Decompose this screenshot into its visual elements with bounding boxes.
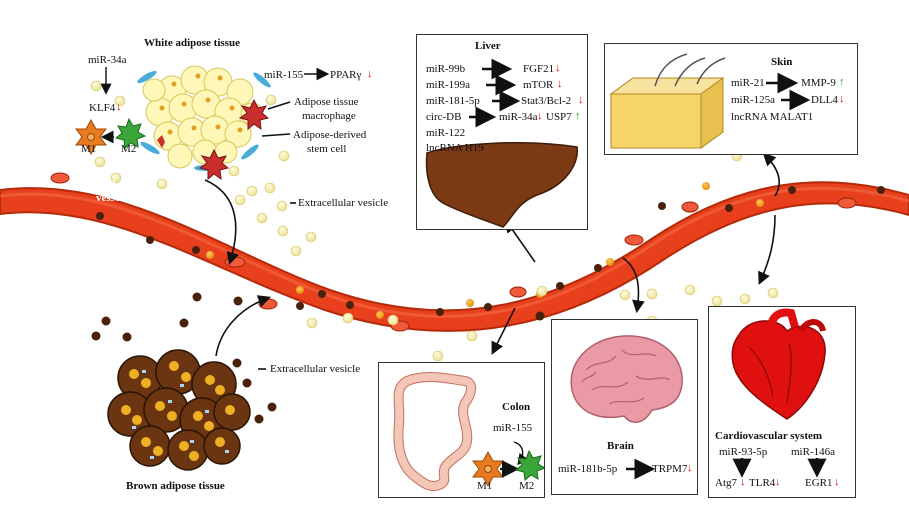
down-arrow-icon: ↓: [537, 110, 543, 122]
liver-mir-2: miR-199a: [426, 79, 470, 91]
skin-target-2: DLL4: [811, 94, 838, 106]
white-adipose-cells: [137, 65, 271, 181]
wat-mir34a: miR-34a: [88, 54, 127, 66]
wat-ev-label: Extracellular vesicle: [298, 197, 389, 209]
liver-panel: Liver miR-99b FGF21 ↓ miR-199a mTOR ↓ mi…: [416, 34, 588, 230]
liver-mir-3: miR-181-5p: [426, 95, 480, 107]
skin-drawing: [609, 53, 811, 149]
liver-target-3: Stat3/Bcl-2: [521, 95, 572, 107]
brain-panel: Brain miR-181b-5p TRPM7 ↓: [551, 319, 698, 495]
blood-vessel: [0, 172, 909, 332]
heart-drawing: [731, 308, 827, 478]
wat-m1-label: M1: [81, 143, 97, 155]
colon-drawing: [393, 371, 544, 491]
liver-drawing: [425, 58, 578, 228]
skin-target-1: MMP-9: [801, 77, 836, 89]
wat-macrophages: [75, 67, 147, 156]
wat-title: White adipose tissue: [144, 37, 240, 49]
colon-panel: Colon miR-155 M1 M2: [378, 362, 545, 498]
skin-mir-2: miR-125a: [731, 94, 775, 106]
down-arrow-icon: ↓: [116, 101, 122, 113]
skin-mir-1: miR-21: [731, 77, 765, 89]
skin-panel: Skin miR-21 MMP-9 ↑ miR-125a DLL4 ↓ lncR…: [604, 43, 858, 155]
cardio-panel: Cardiovascular system miR-93-5p miR-146a…: [708, 306, 856, 498]
down-arrow-icon: ↓: [557, 78, 563, 90]
wat-macrophage-l1: Adipose tissue: [294, 96, 359, 108]
vessel-label-1: Blood: [88, 179, 116, 191]
vessel-label-2: vessel: [96, 192, 123, 204]
cardio-target-1: Atg7: [715, 477, 737, 489]
bat-ev-label: Extracellular vesicle: [270, 363, 361, 375]
wat-stem-l2: stem cell: [307, 143, 347, 155]
down-arrow-icon: ↓: [555, 62, 561, 74]
down-arrow-icon: ↓: [834, 476, 840, 488]
colon-m2-label: M2: [519, 480, 535, 492]
skin-lncrna: lncRNA MALAT1: [731, 111, 814, 123]
liver-extra-1: miR-122: [426, 127, 466, 139]
up-arrow-icon: ↑: [839, 76, 845, 88]
down-arrow-icon: ↓: [775, 476, 781, 488]
down-arrow-icon: ↓: [687, 462, 693, 474]
colon-mir: miR-155: [493, 422, 533, 434]
down-arrow-icon: ↓: [367, 68, 373, 80]
down-arrow-icon: ↓: [578, 94, 584, 106]
skin-title: Skin: [771, 56, 793, 68]
wat-stem-l1: Adipose-derived: [293, 129, 367, 141]
wat-klf4: KLF4: [89, 102, 116, 114]
liver-target-2: mTOR: [523, 79, 554, 91]
liver-title: Liver: [475, 40, 501, 52]
cardio-title: Cardiovascular system: [715, 430, 823, 442]
cardio-mir-1: miR-93-5p: [719, 446, 768, 458]
wat-macrophage-l2: macrophage: [302, 110, 356, 122]
wat-m2-label: M2: [121, 143, 137, 155]
extracellular-vesicles: [90, 80, 779, 362]
cardio-target-3: EGR1: [805, 477, 833, 489]
cardio-mir-2: miR-146a: [791, 446, 835, 458]
brown-adipose-cells: [107, 349, 251, 471]
bat-title: Brown adipose tissue: [126, 480, 225, 492]
liver-circ: circ-DB: [426, 111, 462, 123]
liver-mir-1: miR-99b: [426, 63, 466, 75]
colon-m1-label: M1: [477, 480, 493, 492]
brain-title: Brain: [607, 440, 634, 452]
liver-target-4: USP7: [546, 111, 572, 123]
colon-title: Colon: [502, 401, 531, 413]
up-arrow-icon: ↑: [575, 110, 581, 122]
brain-drawing: [570, 335, 683, 480]
liver-extra-2: lncRNA H19: [426, 142, 484, 154]
down-arrow-icon: ↓: [839, 93, 845, 105]
liver-mir-4: miR-34a: [499, 111, 538, 123]
down-arrow-icon: ↓: [740, 476, 746, 488]
flow-arrows: [204, 67, 780, 370]
liver-target-1: FGF21: [523, 63, 555, 75]
cardio-target-2: TLR4: [749, 477, 776, 489]
brain-target: TRPM7: [652, 463, 688, 475]
brain-mir: miR-181b-5p: [558, 463, 618, 475]
wat-ppar: PPARγ: [330, 69, 362, 81]
wat-mir155: miR-155: [264, 69, 304, 81]
